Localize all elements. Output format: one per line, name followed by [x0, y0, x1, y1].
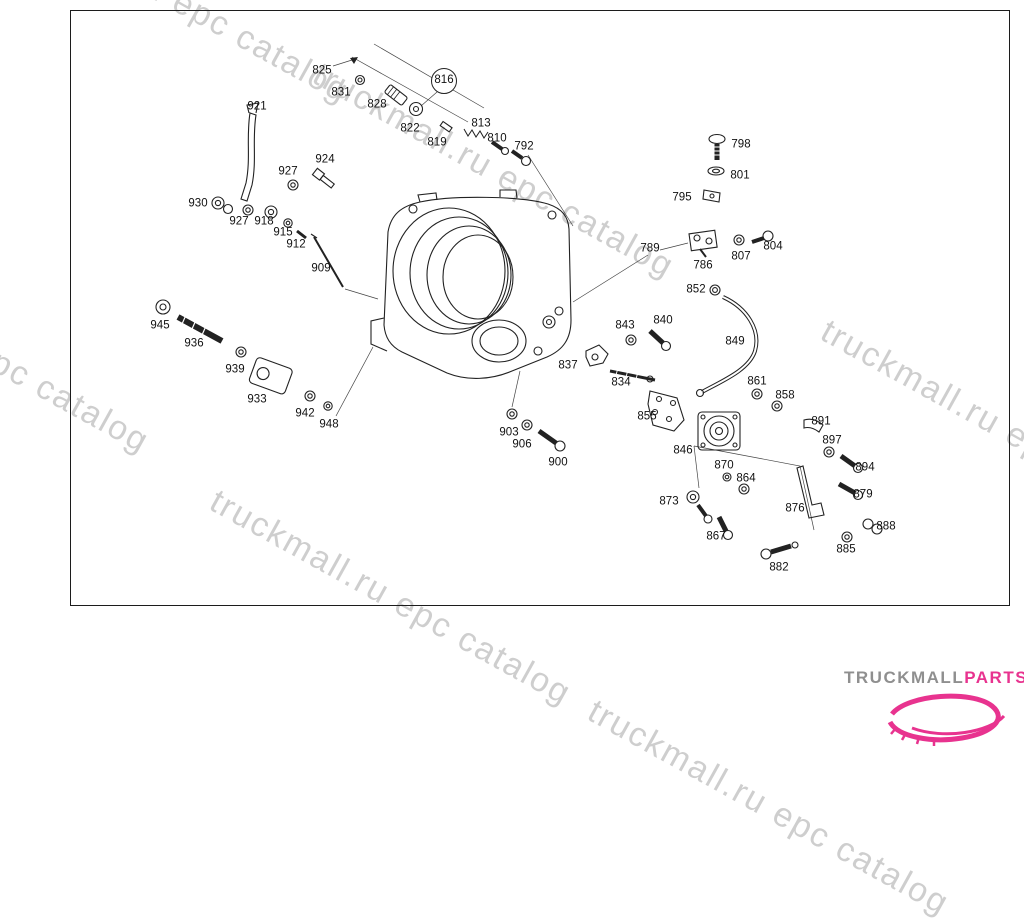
filter-parts-group [155, 299, 333, 411]
part-label-816: 816 [431, 68, 457, 94]
part-label-789: 789 [640, 242, 660, 255]
part-label-810: 810 [487, 132, 507, 145]
diagram-frame [70, 10, 1010, 606]
part-labels: 825 831 828 822 816 819 813 810 792 921 927 924 930 9… [150, 64, 896, 574]
part-label-846: 846 [673, 444, 693, 457]
part-label-918: 918 [254, 215, 274, 228]
logo-text-accent: PARTS [964, 668, 1024, 687]
part-label-819: 819 [427, 136, 447, 149]
part-label-837: 837 [558, 359, 578, 372]
part-label-948: 948 [319, 418, 339, 431]
part-label-894: 894 [855, 461, 875, 474]
part-label-879: 879 [853, 488, 873, 501]
part-label-825: 825 [312, 64, 332, 77]
part-label-873: 873 [659, 495, 679, 508]
part-label-840: 840 [653, 314, 673, 327]
part-label-909: 909 [311, 262, 331, 275]
plug-parts-group [506, 408, 566, 452]
part-label-849: 849 [725, 335, 745, 348]
part-label-903: 903 [499, 426, 519, 439]
part-label-933: 933 [247, 393, 267, 406]
lever-parts-group [211, 102, 344, 288]
arrow-825 [350, 57, 358, 64]
part-label-936: 936 [184, 337, 204, 350]
part-label-801: 801 [730, 169, 750, 182]
part-label-897: 897 [822, 434, 842, 447]
part-label-891: 891 [811, 415, 831, 428]
gearbox-housing [370, 189, 572, 379]
part-label-942: 942 [295, 407, 315, 420]
leader-lines [332, 43, 815, 531]
part-label-861: 861 [747, 375, 767, 388]
part-label-813: 813 [471, 117, 491, 130]
part-label-921: 921 [247, 100, 267, 113]
part-label-798: 798 [731, 138, 751, 151]
part-label-888: 888 [876, 520, 896, 533]
part-label-927: 927 [278, 165, 298, 178]
logo-text-primary: TRUCKMALL [844, 668, 965, 687]
part-label-900: 900 [548, 456, 568, 469]
part-label-858: 858 [775, 389, 795, 402]
valve-parts-group [354, 74, 532, 167]
part-label-795: 795 [672, 191, 692, 204]
part-label-786: 786 [693, 259, 713, 272]
part-label-843: 843 [615, 319, 635, 332]
bracket-parts-group [688, 133, 774, 398]
part-label-867: 867 [706, 530, 726, 543]
part-label-834: 834 [611, 376, 631, 389]
brand-logo: TRUCKMALLPARTS [844, 668, 1024, 746]
parts-diagram [155, 43, 883, 560]
part-label-924: 924 [315, 153, 335, 166]
part-label-852: 852 [686, 283, 706, 296]
part-label-828: 828 [367, 98, 387, 111]
part-label-831: 831 [331, 86, 351, 99]
part-label-915: 915 [273, 226, 293, 239]
logo-swirl-icon [887, 693, 1006, 746]
linkage-parts-group [585, 329, 672, 383]
part-label-885: 885 [836, 543, 856, 556]
part-label-804: 804 [763, 240, 783, 253]
part-label-945: 945 [150, 319, 170, 332]
part-label-882: 882 [769, 561, 789, 574]
part-label-822: 822 [400, 122, 420, 135]
part-label-864: 864 [736, 472, 756, 485]
part-label-855: 855 [637, 410, 657, 423]
part-label-870: 870 [714, 459, 734, 472]
part-label-792: 792 [514, 140, 534, 153]
part-label-912: 912 [286, 238, 306, 251]
part-label-807: 807 [731, 250, 751, 263]
part-label-927: 927 [229, 215, 249, 228]
pump-parts-group [647, 388, 883, 560]
part-label-939: 939 [225, 363, 245, 376]
logo-text: TRUCKMALLPARTS [844, 668, 1024, 688]
part-label-906: 906 [512, 438, 532, 451]
part-label-930: 930 [188, 197, 208, 210]
part-label-876: 876 [785, 502, 805, 515]
